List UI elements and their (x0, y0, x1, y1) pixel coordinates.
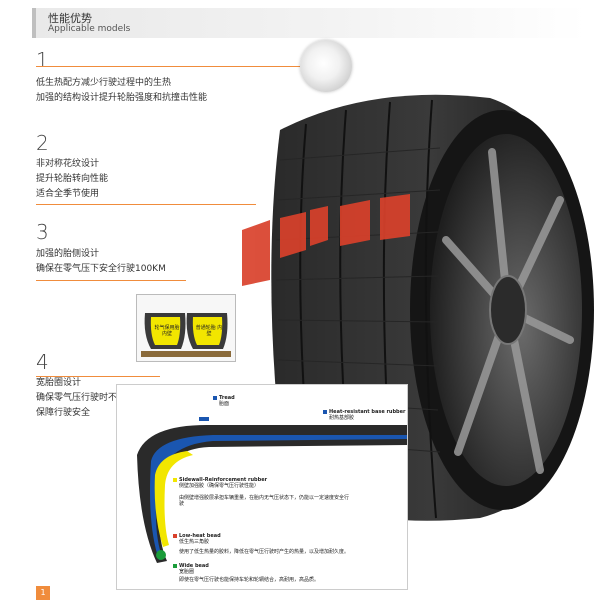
section-4-rule (36, 376, 160, 377)
sidewall-comparison-image: 轮气保用胎 内壁 普通轮胎 内壁 (136, 294, 236, 362)
section-line: 非对称花纹设计 (36, 159, 100, 169)
cross-section-svg (137, 417, 407, 563)
section-line: 加强的胎侧设计 (36, 249, 100, 259)
label-sidewall-en: Sidewall-Reinforcement rubber (179, 477, 268, 483)
inset-label-runflat: 轮气保用胎 内壁 (154, 325, 180, 337)
legend-swatch (323, 409, 327, 414)
section-line: 确保零气压行驶时不会与轮辋脱落 (36, 393, 172, 403)
feature-section-4: 4 宽胎圈设计 确保零气压行驶时不会与轮辋脱落 保障行驶安全 (36, 352, 171, 421)
section-line: 加强的结构设计提升轮胎强度和抗撞击性能 (36, 93, 208, 103)
label-bead-desc: 使用了低生热量的胶料，降低在零气压行驶时产生的热量，以及增加耐久度。 (179, 549, 350, 555)
label-wide-desc: 即使在零气压行驶也能保持车轮和轮辋结合，高耐用，高品质。 (179, 577, 320, 583)
label-sidewall: Sidewall-Reinforcement rubber 侧壁加强胶（确保零气… (173, 477, 353, 507)
label-tread: Tread 胎面 (213, 395, 235, 407)
legend-swatch (173, 477, 177, 482)
label-wide-en: Wide bead (179, 563, 209, 569)
section-2-rule (36, 204, 256, 205)
legend-swatch (213, 395, 217, 400)
label-base-en: Heat-resistant base rubber (329, 409, 406, 415)
legend-swatch (173, 533, 177, 538)
feature-section-2: 2 非对称花纹设计 提升轮胎转向性能 适合全季节使用 (36, 133, 108, 202)
section-line: 保障行驶安全 (36, 408, 91, 418)
section-number: 2 (36, 131, 49, 155)
header-tick (32, 8, 36, 38)
feature-section-3: 3 加强的胎侧设计 确保在零气压下安全行驶100KM (36, 222, 166, 277)
label-sidewall-cn: 侧壁加强胶（确保零气压行驶性能） (179, 483, 260, 489)
label-bead-cn: 低生热三角胶 (179, 539, 210, 545)
section-number: 1 (36, 48, 49, 72)
section-1-rule (36, 66, 300, 67)
section-3-rule (36, 280, 186, 281)
label-wide: Wide bead 宽胎圈 即使在零气压行驶也能保持车轮和轮辋结合，高耐用，高品… (173, 563, 403, 583)
sidewall-cutaway-svg (141, 313, 231, 357)
label-bead: Low-heat bead 低生热三角胶 使用了低生热量的胶料，降低在零气压行驶… (173, 533, 403, 555)
section-line: 适合全季节使用 (36, 189, 100, 199)
section-line: 确保在零气压下安全行驶100KM (36, 264, 166, 274)
page-number: 1 (36, 586, 50, 600)
label-bead-en: Low-heat bead (179, 533, 221, 539)
header-subtitle: Applicable models (48, 24, 131, 34)
label-sidewall-desc: 由侧壁增强胶层承担车辆重量，在胎内无气压状态下，仍能以一定速度安全行驶 (179, 495, 350, 507)
header-title: 性能优势 (48, 12, 92, 25)
label-base: Heat-resistant base rubber 耐热基部胶 (323, 409, 406, 421)
section-line: 宽胎圈设计 (36, 378, 82, 388)
section-line: 提升轮胎转向性能 (36, 174, 109, 184)
label-tread-cn: 胎面 (219, 401, 230, 407)
label-wide-cn: 宽胎圈 (179, 569, 195, 575)
section-line: 低生热配方减少行驶过程中的生热 (36, 78, 172, 88)
feature-section-1: 1 低生热配方减少行驶过程中的生热 加强的结构设计提升轮胎强度和抗撞击性能 (36, 50, 207, 106)
inset-label-regular: 普通轮胎 内壁 (195, 325, 223, 337)
cross-section-diagram: Tread 胎面 Heat-resistant base rubber 耐热基部… (116, 384, 408, 590)
section-number: 3 (36, 220, 49, 244)
section-number: 4 (36, 350, 49, 374)
label-base-cn: 耐热基部胶 (329, 415, 355, 421)
header-bar: 性能优势 Applicable models (32, 8, 586, 38)
label-tread-en: Tread (219, 395, 235, 401)
legend-swatch (173, 563, 177, 568)
compound-closeup-image (300, 40, 352, 92)
